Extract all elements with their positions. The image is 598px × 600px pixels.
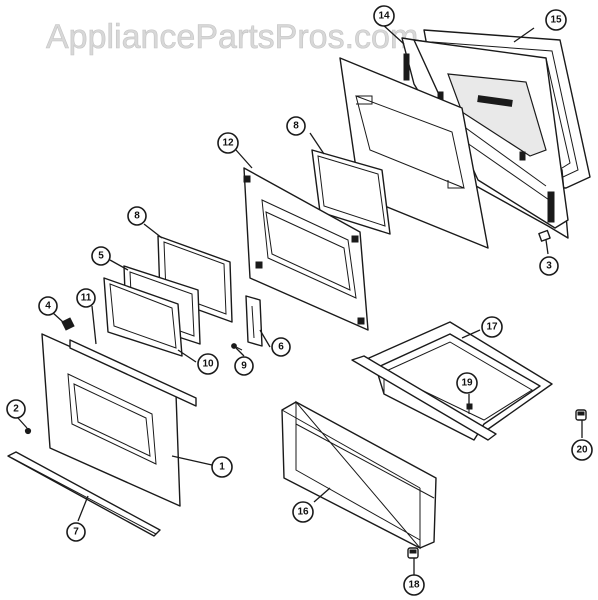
part-door-clip[interactable] xyxy=(61,317,75,331)
part-door-trim[interactable] xyxy=(69,339,197,407)
callout-15[interactable]: 15 xyxy=(545,9,567,31)
callout-8-upper-label: 8 xyxy=(293,121,299,132)
part-drawer-roller[interactable] xyxy=(575,409,587,421)
callout-6-label: 6 xyxy=(278,342,284,353)
callout-14[interactable]: 14 xyxy=(373,5,395,27)
callout-12-label: 12 xyxy=(222,138,234,149)
part-screw-door[interactable] xyxy=(24,427,32,435)
callout-12[interactable]: 12 xyxy=(217,132,239,154)
callout-1[interactable]: 1 xyxy=(211,456,233,478)
callout-1-label: 1 xyxy=(219,462,225,473)
callout-9-label: 9 xyxy=(241,361,247,372)
callout-16[interactable]: 16 xyxy=(292,501,314,523)
callout-11-label: 11 xyxy=(81,293,92,304)
callout-3-label: 3 xyxy=(546,261,552,272)
callout-16-label: 16 xyxy=(297,507,309,518)
callout-18[interactable]: 18 xyxy=(403,574,425,596)
callout-4[interactable]: 4 xyxy=(38,296,58,316)
callout-20-label: 20 xyxy=(576,445,588,456)
callout-15-label: 15 xyxy=(550,15,562,26)
callout-7[interactable]: 7 xyxy=(66,522,86,542)
callout-10-label: 10 xyxy=(202,359,214,370)
part-inner-door-panel[interactable] xyxy=(243,167,369,331)
callout-10[interactable]: 10 xyxy=(197,353,219,375)
callout-2-label: 2 xyxy=(13,404,19,415)
part-door-bracket[interactable] xyxy=(245,295,263,347)
callout-3[interactable]: 3 xyxy=(539,256,559,276)
callout-17[interactable]: 17 xyxy=(481,316,503,338)
callout-8-lower-label: 8 xyxy=(134,211,140,222)
callout-6[interactable]: 6 xyxy=(271,337,291,357)
callout-9[interactable]: 9 xyxy=(234,356,254,376)
part-drawer-glide[interactable] xyxy=(407,547,419,559)
callout-4-label: 4 xyxy=(45,301,51,312)
callout-19-label: 19 xyxy=(461,378,473,389)
callout-19[interactable]: 19 xyxy=(456,372,478,394)
leader-lines xyxy=(17,23,583,575)
part-door-handle-strip[interactable] xyxy=(7,451,161,537)
callout-8-lower[interactable]: 8 xyxy=(127,206,147,226)
part-drawer-front-panel[interactable] xyxy=(281,400,437,550)
callout-7-label: 7 xyxy=(73,527,79,538)
callout-2[interactable]: 2 xyxy=(6,399,26,419)
part-inner-door-assembly[interactable] xyxy=(401,37,569,239)
callout-20[interactable]: 20 xyxy=(571,439,593,461)
part-window-glass-upper[interactable] xyxy=(311,149,391,235)
callout-17-label: 17 xyxy=(486,322,498,333)
callout-5-label: 5 xyxy=(98,251,104,262)
part-window-glass-front[interactable] xyxy=(103,277,183,357)
part-screw-small[interactable] xyxy=(231,343,243,351)
part-storage-drawer[interactable] xyxy=(351,321,553,441)
callout-11[interactable]: 11 xyxy=(76,288,96,308)
callout-5[interactable]: 5 xyxy=(91,246,111,266)
part-hinge-clip[interactable] xyxy=(538,229,551,242)
callout-14-label: 14 xyxy=(378,11,390,22)
watermark-text: AppliancePartsPros.com xyxy=(46,18,418,56)
callout-8-upper[interactable]: 8 xyxy=(286,116,306,136)
callout-18-label: 18 xyxy=(408,580,420,591)
